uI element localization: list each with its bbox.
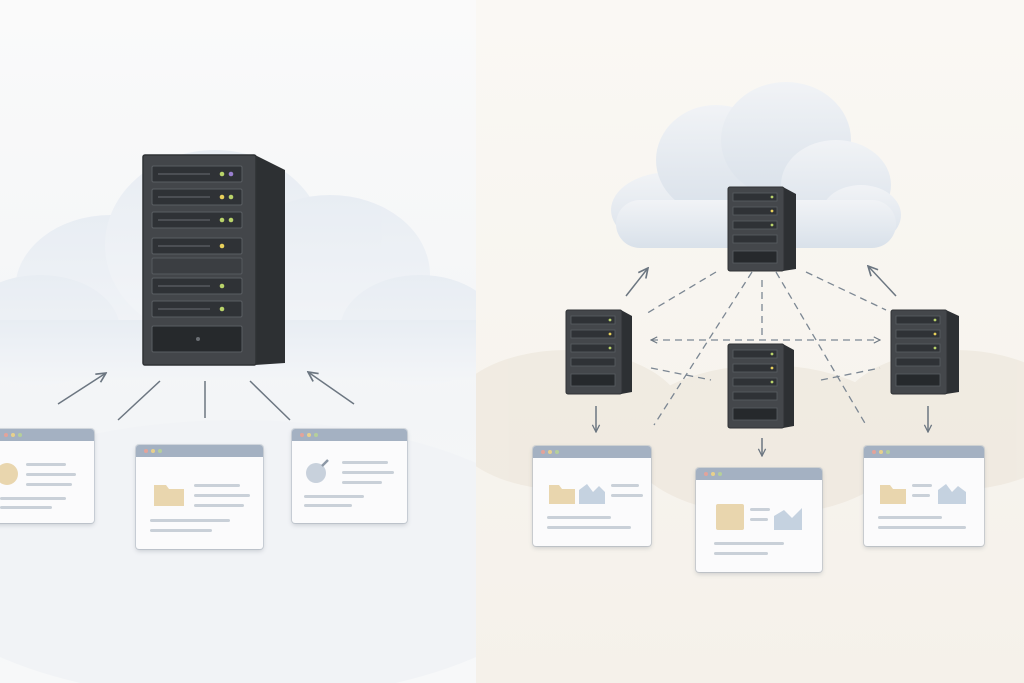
folder-icon bbox=[154, 482, 184, 506]
client-window-c bbox=[864, 446, 984, 546]
pin-icon bbox=[304, 457, 334, 487]
arrow-left-to-cloud bbox=[625, 268, 648, 297]
arrow-right-to-cloud bbox=[868, 266, 897, 297]
right-panel bbox=[476, 0, 1024, 683]
window-titlebar bbox=[696, 468, 822, 480]
solid-arrows bbox=[596, 266, 928, 456]
central-server bbox=[142, 154, 285, 366]
cloud-server bbox=[727, 186, 796, 272]
server-left bbox=[565, 309, 632, 395]
client-window-a bbox=[533, 446, 651, 546]
client-window-2 bbox=[136, 445, 263, 549]
window-titlebar bbox=[864, 446, 984, 458]
image-icon bbox=[579, 482, 605, 504]
line-client-2a bbox=[117, 380, 161, 421]
drive-bays bbox=[151, 165, 243, 353]
drive-slots bbox=[158, 173, 210, 310]
window-titlebar bbox=[0, 429, 94, 441]
client-window-3 bbox=[292, 429, 407, 523]
client-window-b bbox=[696, 468, 822, 572]
dashed-connections bbox=[643, 271, 887, 426]
folder-icon bbox=[549, 482, 575, 504]
window-titlebar bbox=[136, 445, 263, 457]
image-icon bbox=[774, 504, 802, 530]
folder-icon bbox=[880, 482, 906, 504]
line-client-3a bbox=[249, 380, 291, 421]
left-panel bbox=[0, 0, 476, 683]
status-leds bbox=[196, 171, 234, 341]
client-window-1 bbox=[0, 429, 94, 523]
image-icon bbox=[938, 482, 966, 504]
window-titlebar bbox=[292, 429, 407, 441]
left-diagram bbox=[0, 150, 476, 683]
right-diagram bbox=[476, 82, 1024, 515]
connection-arrows bbox=[57, 372, 355, 421]
circle-thumbnail-icon bbox=[0, 463, 18, 485]
square-thumbnail-icon bbox=[716, 504, 744, 530]
window-titlebar bbox=[533, 446, 651, 458]
arrow-client-1 bbox=[57, 373, 106, 405]
arrow-client-3 bbox=[308, 372, 355, 405]
server-right bbox=[890, 309, 959, 395]
server-middle bbox=[727, 343, 794, 429]
